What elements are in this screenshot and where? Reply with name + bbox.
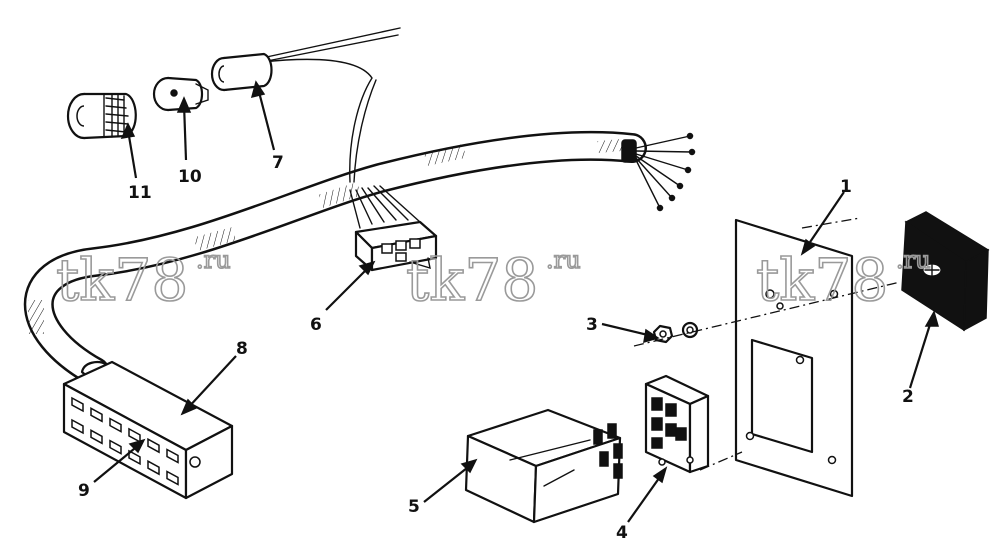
callout-3: 3 (586, 315, 598, 335)
plug-connector (354, 220, 438, 272)
fanned-wires (635, 132, 696, 212)
connector-wires (349, 185, 421, 229)
receptacle-block (62, 360, 234, 500)
receptacle-cavity (90, 429, 103, 445)
receptacle-cavity (90, 407, 103, 423)
callout-numbers: 1 2 3 4 5 6 7 8 9 10 11 (78, 153, 914, 543)
receptacle-cavity (71, 418, 84, 435)
receptacle-cavity (166, 448, 179, 464)
watermark-2: tk78 (406, 246, 538, 314)
callout-10: 10 (178, 167, 202, 187)
watermark-1: tk78 (56, 246, 188, 314)
receptacle-cavity (147, 437, 160, 454)
flasher-module (901, 211, 990, 332)
mounting-screw (189, 456, 201, 468)
receptacle-cavity (109, 439, 122, 455)
assembly-lines (633, 217, 901, 471)
callout-7: 7 (272, 153, 284, 173)
relay-pins (593, 423, 623, 479)
callout-9: 9 (78, 481, 90, 501)
relay-socket (644, 374, 710, 474)
bulb-socket (66, 92, 137, 140)
callout-6: 6 (310, 315, 322, 335)
receptacle-cavity (147, 459, 160, 476)
watermarks: tk78 .ru tk78 .ru tk78 .ru (55, 245, 931, 315)
watermark-3-suffix: .ru (896, 246, 931, 274)
relay (464, 408, 623, 524)
lamp-bulb (152, 76, 209, 112)
leader-arrows (93, 80, 939, 523)
braid-texture (28, 138, 625, 334)
watermark-2-suffix: .ru (546, 246, 581, 274)
watermark-3: tk78 (756, 246, 888, 314)
callout-5: 5 (408, 497, 420, 517)
lamp-holder (210, 52, 273, 92)
receptacle-cavities (71, 396, 201, 486)
receptacle-cavity (71, 396, 84, 413)
mounting-plate (734, 218, 854, 498)
watermark-1-suffix: .ru (196, 246, 231, 274)
receptacle-cavity (166, 470, 179, 486)
cable-band (621, 139, 637, 163)
receptacle-cavity (128, 449, 141, 466)
receptacle-cavity (109, 417, 122, 433)
callout-1: 1 (840, 177, 852, 197)
wire-harness (24, 27, 696, 387)
callout-2: 2 (902, 387, 914, 407)
callout-11: 11 (128, 183, 152, 203)
callout-4: 4 (616, 523, 628, 543)
callout-8: 8 (236, 339, 248, 359)
